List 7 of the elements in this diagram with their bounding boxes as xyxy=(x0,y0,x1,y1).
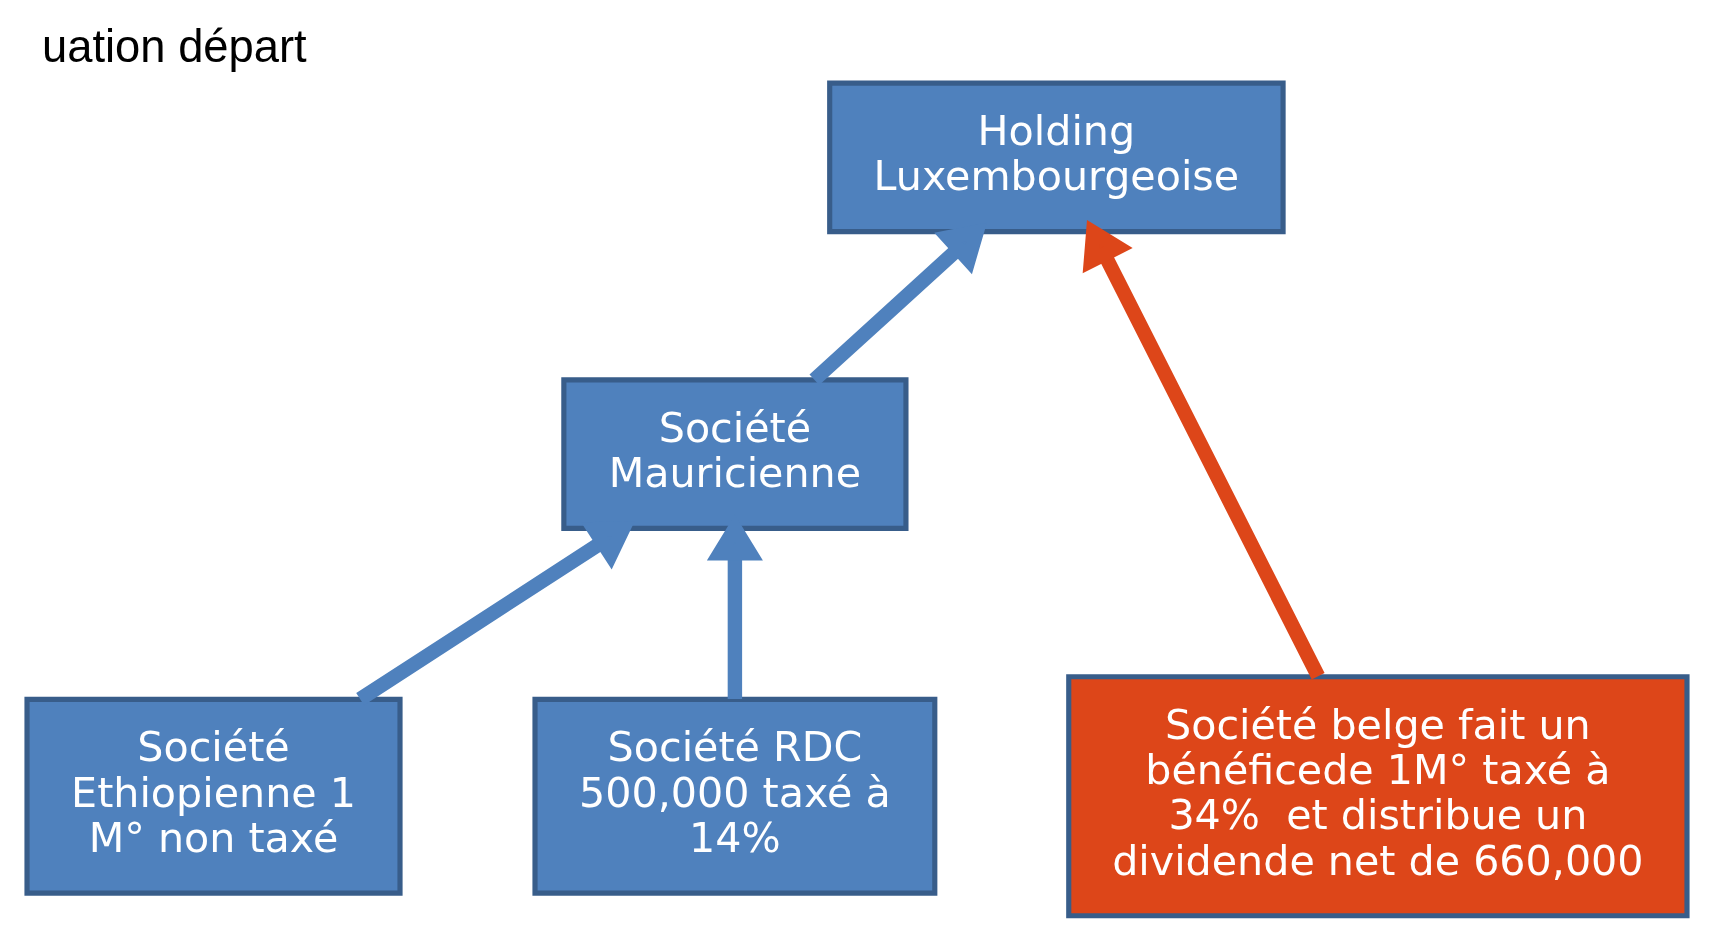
node-box: Société RDC 500,000 taxé à 14% xyxy=(531,696,937,896)
node-box: Société Ethiopienne 1 M° non taxé xyxy=(23,696,403,896)
node-box: Société Mauricienne xyxy=(560,376,908,531)
arrow xyxy=(1082,219,1325,680)
node-box: Société belge fait un bénéficede 1M° taxé à 34% et distribue un dividende net de 660,000 xyxy=(1065,673,1690,918)
node-box: Holding Luxembourgeoise xyxy=(826,80,1286,234)
diagram-title: uation départ xyxy=(41,20,307,72)
